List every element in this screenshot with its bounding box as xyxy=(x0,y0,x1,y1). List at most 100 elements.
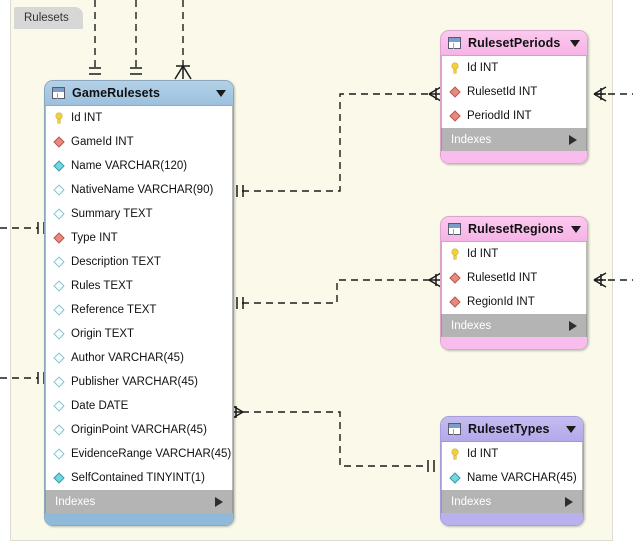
chevron-down-icon[interactable] xyxy=(570,39,580,47)
indexes-section[interactable]: Indexes xyxy=(441,490,583,513)
diamond-cyan-hollow-icon xyxy=(52,327,65,340)
table-row[interactable]: PeriodId INT xyxy=(442,104,586,128)
column-label: Origin TEXT xyxy=(71,328,135,340)
table-rulesettypes[interactable]: RulesetTypes Id INT Name VARCHAR(45) Ind… xyxy=(440,416,584,526)
table-icon xyxy=(448,223,461,235)
indexes-label: Indexes xyxy=(55,495,96,508)
table-row[interactable]: Summary TEXT xyxy=(46,202,232,226)
diamond-red-icon xyxy=(448,271,461,284)
table-row[interactable]: Author VARCHAR(45) xyxy=(46,346,232,370)
table-footer xyxy=(45,513,233,525)
diamond-cyan-filled-icon xyxy=(52,471,65,484)
table-title: RulesetPeriods xyxy=(468,36,561,50)
table-row[interactable]: Id INT xyxy=(442,442,582,466)
diamond-red-icon xyxy=(448,295,461,308)
column-label: Publisher VARCHAR(45) xyxy=(71,376,198,388)
table-row[interactable]: NativeName VARCHAR(90) xyxy=(46,178,232,202)
column-label: GameId INT xyxy=(71,136,134,148)
table-row[interactable]: Date DATE xyxy=(46,394,232,418)
diamond-cyan-filled-icon xyxy=(52,159,65,172)
key-icon xyxy=(449,248,461,260)
table-row[interactable]: RulesetId INT xyxy=(442,266,586,290)
indexes-section[interactable]: Indexes xyxy=(441,128,587,151)
table-row[interactable]: Id INT xyxy=(442,56,586,80)
column-label: Author VARCHAR(45) xyxy=(71,352,184,364)
chevron-down-icon[interactable] xyxy=(216,89,226,97)
table-icon xyxy=(448,423,461,435)
table-row[interactable]: OriginPoint VARCHAR(45) xyxy=(46,418,232,442)
table-row[interactable]: Name VARCHAR(120) xyxy=(46,154,232,178)
column-list: Id INT RulesetId INT PeriodId INT xyxy=(441,56,587,128)
diagram-tab-rulesets[interactable]: Rulesets xyxy=(14,7,83,29)
column-label: RulesetId INT xyxy=(467,86,538,98)
chevron-right-icon[interactable] xyxy=(569,320,577,331)
table-footer xyxy=(441,513,583,525)
diamond-red-icon xyxy=(448,109,461,122)
table-row[interactable]: EvidenceRange VARCHAR(45) xyxy=(46,442,232,466)
chevron-down-icon[interactable] xyxy=(570,225,581,233)
table-header[interactable]: RulesetRegions xyxy=(441,217,587,242)
column-label: Name VARCHAR(120) xyxy=(71,160,188,172)
diamond-cyan-hollow-icon xyxy=(52,183,65,196)
column-label: Type INT xyxy=(71,232,118,244)
key-icon xyxy=(449,62,461,74)
chevron-right-icon[interactable] xyxy=(565,496,573,507)
column-label: Id INT xyxy=(71,112,103,124)
table-row[interactable]: RulesetId INT xyxy=(442,80,586,104)
diamond-cyan-hollow-icon xyxy=(52,255,65,268)
table-row[interactable]: Id INT xyxy=(46,106,232,130)
diamond-red-icon xyxy=(52,135,65,148)
table-header[interactable]: RulesetTypes xyxy=(441,417,583,442)
table-row[interactable]: Name VARCHAR(45) xyxy=(442,466,582,490)
table-header[interactable]: RulesetPeriods xyxy=(441,31,587,56)
key-icon xyxy=(449,448,461,460)
table-row[interactable]: RegionId INT xyxy=(442,290,586,314)
table-row[interactable]: GameId INT xyxy=(46,130,232,154)
table-footer xyxy=(441,151,587,163)
column-label: RulesetId INT xyxy=(467,272,538,284)
table-row[interactable]: Id INT xyxy=(442,242,586,266)
diamond-cyan-hollow-icon xyxy=(52,279,65,292)
diamond-cyan-filled-icon xyxy=(448,471,461,484)
table-rulesetregions[interactable]: RulesetRegions Id INT RulesetId INT Regi… xyxy=(440,216,588,350)
table-title: GameRulesets xyxy=(72,86,161,100)
table-title: RulesetTypes xyxy=(468,422,550,436)
table-row[interactable]: Reference TEXT xyxy=(46,298,232,322)
table-rulesetperiods[interactable]: RulesetPeriods Id INT RulesetId INT Peri… xyxy=(440,30,588,164)
table-row[interactable]: Description TEXT xyxy=(46,250,232,274)
indexes-label: Indexes xyxy=(451,495,492,508)
diamond-red-icon xyxy=(448,85,461,98)
diamond-cyan-hollow-icon xyxy=(52,447,65,460)
key-icon xyxy=(53,112,65,124)
diamond-cyan-hollow-icon xyxy=(52,399,65,412)
table-row[interactable]: SelfContained TINYINT(1) xyxy=(46,466,232,490)
column-label: NativeName VARCHAR(90) xyxy=(71,184,214,196)
column-label: Name VARCHAR(45) xyxy=(467,472,577,484)
column-label: Description TEXT xyxy=(71,256,161,268)
table-row[interactable]: Type INT xyxy=(46,226,232,250)
table-footer xyxy=(441,337,587,349)
table-row[interactable]: Origin TEXT xyxy=(46,322,232,346)
table-icon xyxy=(52,87,65,99)
chevron-down-icon[interactable] xyxy=(566,425,576,433)
diagram-tab-label: Rulesets xyxy=(24,12,69,24)
diamond-cyan-hollow-icon xyxy=(52,423,65,436)
column-label: Rules TEXT xyxy=(71,280,133,292)
column-label: Id INT xyxy=(467,62,499,74)
chevron-right-icon[interactable] xyxy=(215,496,223,507)
indexes-label: Indexes xyxy=(451,319,492,332)
diamond-cyan-hollow-icon xyxy=(52,351,65,364)
table-gamerulesets[interactable]: GameRulesets Id INT GameId INT Name VARC… xyxy=(44,80,234,526)
diamond-red-icon xyxy=(52,231,65,244)
table-header[interactable]: GameRulesets xyxy=(45,81,233,106)
column-label: Date DATE xyxy=(71,400,129,412)
table-row[interactable]: Rules TEXT xyxy=(46,274,232,298)
chevron-right-icon[interactable] xyxy=(569,134,577,145)
indexes-label: Indexes xyxy=(451,133,492,146)
indexes-section[interactable]: Indexes xyxy=(441,314,587,337)
column-label: Summary TEXT xyxy=(71,208,153,220)
indexes-section[interactable]: Indexes xyxy=(45,490,233,513)
column-label: Id INT xyxy=(467,448,499,460)
table-icon xyxy=(448,37,461,49)
table-row[interactable]: Publisher VARCHAR(45) xyxy=(46,370,232,394)
